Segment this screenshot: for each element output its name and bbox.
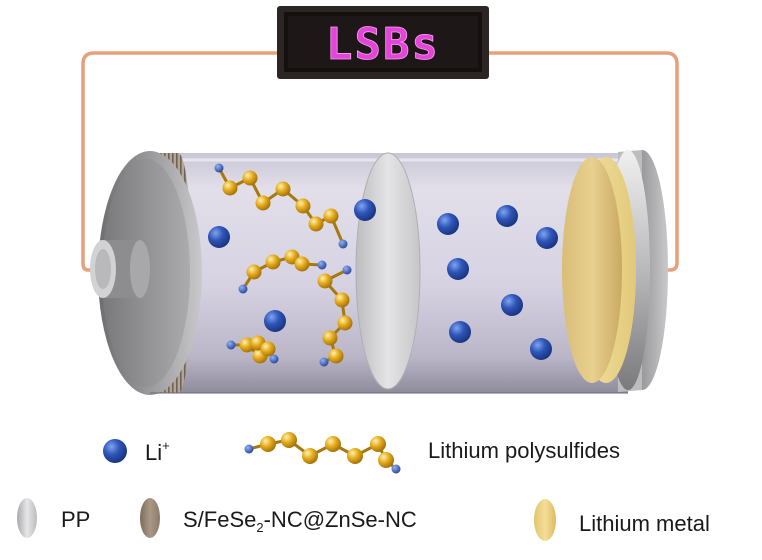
- li-ion: [530, 338, 552, 360]
- svg-text:S/FeSe2-NC@ZnSe-NC: S/FeSe2-NC@ZnSe-NC: [183, 507, 417, 535]
- li-ion: [496, 205, 518, 227]
- molecules: [208, 163, 558, 367]
- polysulfide-legend-icon: [244, 432, 401, 474]
- li-ion: [447, 258, 469, 280]
- lithium-end-atom: [342, 265, 352, 275]
- lithium-end-atom: [226, 340, 236, 350]
- pp-legend-icon: [17, 498, 37, 538]
- pp-separator: [355, 152, 421, 390]
- sulfur-atom: [370, 436, 386, 452]
- lithium-end-atom: [244, 444, 254, 454]
- sulfur-atom: [295, 198, 311, 214]
- sulfur-atom: [302, 448, 318, 464]
- circuit-wire: [81, 51, 679, 272]
- cathode-legend-label-prefix: S/FeSe: [183, 507, 256, 532]
- sulfur-atom: [337, 315, 353, 331]
- lithium-end-atom: [214, 163, 224, 173]
- battery: [90, 150, 668, 395]
- sulfur-atom: [308, 216, 324, 232]
- sulfur-atom: [334, 292, 350, 308]
- cathode-cap: [90, 151, 202, 395]
- lithium-metal-electrode: [562, 157, 636, 383]
- li-ion: [208, 226, 230, 248]
- li-ion: [437, 213, 459, 235]
- sulfur-atom: [347, 448, 363, 464]
- sulfur-atom: [260, 436, 276, 452]
- li-ion: [264, 310, 286, 332]
- sulfur-atom: [325, 436, 341, 452]
- sulfur-atom: [323, 208, 339, 224]
- legend: Li+ Lithium polysulfides PP S/FeSe2-NC@Z…: [17, 432, 710, 541]
- li-ion-legend-label: Li: [145, 440, 162, 465]
- li-ion-legend-icon: [103, 439, 127, 463]
- sulfur-atom: [317, 273, 333, 289]
- svg-text:Li+: Li+: [145, 438, 170, 465]
- sulfur-atom: [242, 170, 258, 186]
- sulfur-atom: [255, 195, 271, 211]
- pp-legend-label: PP: [61, 507, 90, 532]
- sulfur-atom: [260, 341, 276, 357]
- li-ion: [536, 227, 558, 249]
- lithium-end-atom: [391, 464, 401, 474]
- lithium-end-atom: [269, 354, 279, 364]
- li-ion: [354, 199, 376, 221]
- sulfur-atom: [265, 254, 281, 270]
- lithium-end-atom: [317, 260, 327, 270]
- lithium-end-atom: [338, 239, 348, 249]
- li-ion-legend-sup: +: [162, 438, 170, 453]
- lithium-metal-legend-icon: [534, 499, 556, 541]
- lithium-end-atom: [238, 284, 248, 294]
- polysulfide-legend-label: Lithium polysulfides: [428, 438, 620, 463]
- sulfur-atom: [222, 180, 238, 196]
- sulfur-atom: [328, 348, 344, 364]
- sulfur-atom: [378, 452, 394, 468]
- display-text: LSBs: [326, 19, 440, 70]
- sulfur-atom: [294, 256, 310, 272]
- sulfur-atom: [275, 181, 291, 197]
- cathode-legend-icon: [140, 498, 160, 538]
- cathode-legend-label-suffix: -NC@ZnSe-NC: [264, 507, 417, 532]
- sulfur-atom: [281, 432, 297, 448]
- cathode-terminal: [90, 240, 150, 298]
- li-ion: [449, 321, 471, 343]
- led-display: LSBs: [277, 6, 489, 79]
- sulfur-atom: [322, 330, 338, 346]
- cathode-legend-sub: 2: [256, 520, 263, 535]
- sulfur-atom: [246, 264, 262, 280]
- lithium-end-atom: [319, 357, 329, 367]
- li-ion: [501, 294, 523, 316]
- lithium-metal-legend-label: Lithium metal: [579, 511, 710, 536]
